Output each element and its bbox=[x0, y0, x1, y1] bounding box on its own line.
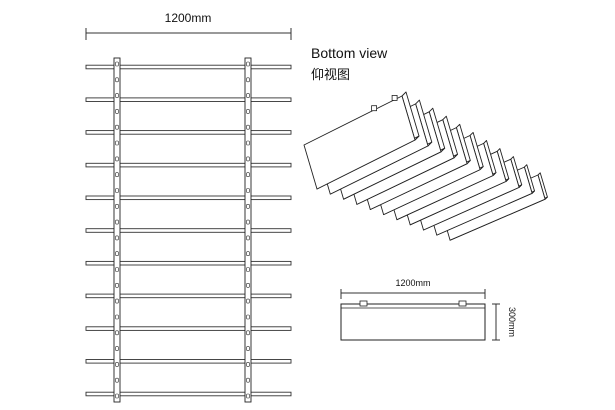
carrier-slot bbox=[246, 61, 250, 67]
carrier-slot bbox=[115, 109, 119, 114]
plan-width-label: 1200mm bbox=[165, 11, 212, 25]
detail-width-dimension bbox=[340, 289, 486, 299]
plan-width-dimension bbox=[85, 28, 292, 40]
carrier-slot bbox=[246, 204, 250, 209]
slat bbox=[85, 97, 292, 102]
bottom-view-subtitle: 仰视图 bbox=[311, 68, 350, 83]
carrier-slot bbox=[115, 172, 119, 177]
carrier-slot bbox=[246, 298, 250, 304]
carrier-slot bbox=[246, 172, 250, 177]
carrier-slot bbox=[246, 362, 250, 367]
carrier-slot bbox=[246, 314, 250, 320]
slat-group bbox=[85, 64, 292, 397]
slat bbox=[85, 260, 292, 266]
bottom-view-title: Bottom view bbox=[311, 45, 388, 61]
slat bbox=[85, 326, 292, 331]
carrier-slot bbox=[115, 282, 119, 288]
slat bbox=[85, 293, 292, 299]
slat bbox=[85, 130, 292, 135]
carrier-slot bbox=[115, 235, 119, 241]
plan-view: 1200mm bbox=[85, 11, 292, 403]
carrier-slot bbox=[115, 267, 119, 272]
slat bbox=[85, 162, 292, 168]
carrier-rail bbox=[113, 57, 121, 403]
carrier-slot bbox=[246, 109, 250, 114]
carrier-slot bbox=[246, 393, 250, 399]
carrier-slot bbox=[246, 156, 250, 162]
slat bbox=[85, 359, 292, 364]
carrier-slot bbox=[246, 93, 250, 98]
carrier-slot bbox=[115, 362, 119, 367]
carrier-slot bbox=[246, 188, 250, 193]
carrier-slot bbox=[115, 298, 119, 304]
carrier-slot bbox=[115, 393, 119, 399]
carrier-slot bbox=[115, 77, 119, 83]
carrier-slot bbox=[115, 377, 119, 383]
carrier-slot bbox=[115, 204, 119, 209]
detail-panel bbox=[340, 303, 486, 341]
slat bbox=[85, 64, 292, 70]
carrier-slot bbox=[115, 346, 119, 351]
carrier-slot bbox=[246, 346, 250, 351]
carrier-slot bbox=[115, 188, 119, 193]
carrier-slot bbox=[115, 314, 119, 320]
detail-height-label: 300mm bbox=[507, 307, 517, 337]
carrier-slot bbox=[115, 61, 119, 67]
carrier-slot bbox=[115, 219, 119, 225]
panel-clip bbox=[371, 105, 378, 112]
slat bbox=[85, 195, 292, 201]
bottom-view-panels bbox=[303, 91, 548, 241]
carrier-rail bbox=[244, 57, 252, 403]
detail-height-dimension bbox=[492, 303, 500, 341]
carrier-slot bbox=[246, 77, 250, 83]
carrier-slot bbox=[246, 251, 250, 256]
bottom-view-panel bbox=[303, 91, 420, 190]
carrier-slot bbox=[246, 235, 250, 241]
detail-width-label: 1200mm bbox=[395, 278, 430, 288]
panel-clip bbox=[391, 95, 398, 101]
panel-clip bbox=[359, 300, 368, 307]
slat bbox=[85, 391, 292, 397]
carrier-slot bbox=[246, 377, 250, 383]
carrier-slot bbox=[246, 219, 250, 225]
carrier-slot bbox=[115, 330, 119, 336]
slat bbox=[85, 228, 292, 233]
carrier-group bbox=[113, 57, 252, 403]
panel-detail: 1200mm 300mm bbox=[340, 278, 517, 341]
carrier-slot bbox=[115, 93, 119, 98]
carrier-slot bbox=[246, 282, 250, 288]
carrier-slot bbox=[246, 124, 250, 130]
carrier-slot bbox=[115, 251, 119, 256]
carrier-slot bbox=[246, 140, 250, 146]
carrier-slot bbox=[115, 124, 119, 130]
carrier-slot bbox=[115, 156, 119, 162]
carrier-slot bbox=[246, 267, 250, 272]
panel-clip bbox=[458, 300, 467, 307]
carrier-slot bbox=[246, 330, 250, 336]
carrier-slot bbox=[115, 140, 119, 146]
